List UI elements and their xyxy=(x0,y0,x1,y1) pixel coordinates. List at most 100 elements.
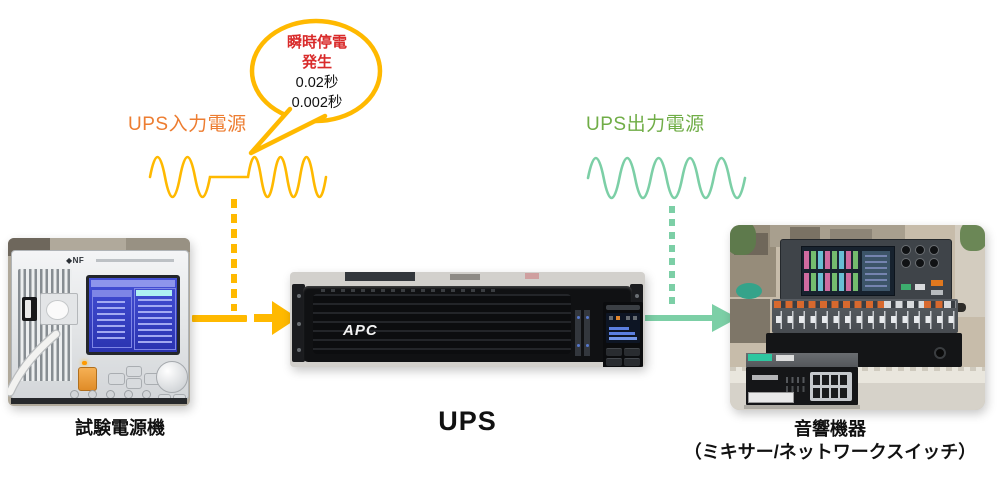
power-plug xyxy=(46,300,69,320)
switch-shadow xyxy=(744,405,860,409)
up-button xyxy=(126,366,142,377)
cable-coil xyxy=(736,283,762,299)
power-switch xyxy=(22,297,37,321)
background-object xyxy=(525,273,539,279)
output-power-wave xyxy=(586,156,747,200)
bubble-line-2: 発生 xyxy=(301,54,332,71)
model-text-bar xyxy=(96,259,174,262)
ups-photo: APC xyxy=(290,272,645,367)
output-power-label: UPS出力電源 xyxy=(586,114,705,135)
latch-rail xyxy=(584,310,590,356)
switch-leds-row2 xyxy=(786,386,806,392)
speech-bubble xyxy=(248,18,383,156)
status-icon xyxy=(626,316,630,320)
nf-logo: ◆NF xyxy=(66,256,85,265)
ethernet-port-bezel xyxy=(810,372,852,401)
ups-lcd xyxy=(606,313,640,343)
bubble-line-3: 0.02秒 xyxy=(295,75,339,91)
rotary-knob xyxy=(156,361,188,393)
output-dashed-line xyxy=(669,206,675,307)
output-arrow xyxy=(636,304,738,332)
power-connector xyxy=(934,347,946,359)
lcd-text-line xyxy=(609,337,637,340)
lcd-bezel xyxy=(86,275,180,355)
lcd-text-line xyxy=(609,332,635,335)
input-dashed-line xyxy=(231,199,237,311)
green-button xyxy=(901,284,911,290)
left-button xyxy=(108,373,125,385)
caption-audio-equipment: 音響機器 （ミキサー/ネットワークスイッチ） xyxy=(660,418,1000,464)
switch-brand-label xyxy=(752,375,778,380)
mixer-knob xyxy=(915,245,925,255)
status-icon-active xyxy=(616,316,620,320)
panel-top-bar xyxy=(606,305,640,310)
mixer-top-panel xyxy=(780,239,952,301)
plant-left xyxy=(730,225,756,255)
ups-button xyxy=(606,348,622,356)
screen-channel-chips xyxy=(804,251,860,269)
mixer-knob xyxy=(915,258,925,268)
ups-display-panel xyxy=(603,302,643,367)
caption-audio-line1: 音響機器 xyxy=(794,419,866,439)
switch-sticker xyxy=(748,392,794,403)
bubble-line-4: 0.002秒 xyxy=(291,95,343,111)
ethernet-ports-bottom xyxy=(813,388,849,398)
status-icon xyxy=(633,316,637,320)
caption-test-power-source: 試験電源機 xyxy=(75,418,165,438)
input-arrow-head xyxy=(254,301,298,335)
lcd-text-line xyxy=(609,327,629,330)
ups-chassis: APC xyxy=(303,286,643,367)
green-sticker xyxy=(748,354,772,361)
plant-right xyxy=(960,225,985,251)
output-button xyxy=(78,367,97,391)
down-button xyxy=(126,378,142,389)
fader-caps xyxy=(776,316,956,323)
white-button xyxy=(915,284,925,290)
speech-bubble-tail xyxy=(248,106,328,156)
rack-ear-left xyxy=(292,284,305,362)
orange-button xyxy=(931,280,943,286)
mixer-screen xyxy=(801,246,895,296)
apc-logo: APC xyxy=(343,322,378,339)
latch-rail xyxy=(575,310,581,356)
channel-strips-orange xyxy=(924,301,944,308)
background-object xyxy=(345,272,415,281)
bubble-line-1: 瞬時停電 xyxy=(286,34,347,51)
mixer-knob xyxy=(929,258,939,268)
background-object xyxy=(830,229,872,241)
white-sticker-small xyxy=(776,355,794,361)
vent-dots xyxy=(321,289,501,292)
screen-channel-chips xyxy=(804,273,860,291)
power-cable xyxy=(8,329,61,397)
audio-equipment-photo xyxy=(730,225,985,410)
background-equipment xyxy=(126,238,190,252)
channel-strips-white xyxy=(944,301,956,308)
caption-audio-line2: （ミキサー/ネットワークスイッチ） xyxy=(683,442,977,462)
screen-meter-area xyxy=(862,251,890,291)
input-power-wave xyxy=(148,155,328,199)
lcd-header-bar xyxy=(91,280,175,287)
lcd-right-panel xyxy=(134,288,176,350)
output-led xyxy=(82,361,87,365)
background-object xyxy=(450,274,480,280)
input-arrow-line xyxy=(192,315,247,322)
background-rack xyxy=(730,299,770,343)
ups-button xyxy=(624,358,640,366)
front-vents xyxy=(313,294,571,354)
ups-button xyxy=(606,358,622,366)
device-base xyxy=(11,398,187,404)
mixer-knob xyxy=(901,245,911,255)
status-icon xyxy=(609,316,613,320)
channel-strips-white xyxy=(884,301,924,308)
lcd-screen xyxy=(89,278,177,352)
ethernet-ports-top xyxy=(813,375,849,385)
speech-bubble-text: 瞬時停電 発生 0.02秒 0.002秒 xyxy=(252,33,382,113)
network-switch-top xyxy=(746,353,858,367)
mixer-knob xyxy=(901,258,911,268)
ups-button xyxy=(624,348,640,356)
input-power-label: UPS入力電源 xyxy=(128,114,247,135)
test-power-source-photo: ◆NF xyxy=(8,238,190,406)
mixer-fader-deck xyxy=(772,299,958,333)
lcd-left-panel xyxy=(92,290,132,348)
